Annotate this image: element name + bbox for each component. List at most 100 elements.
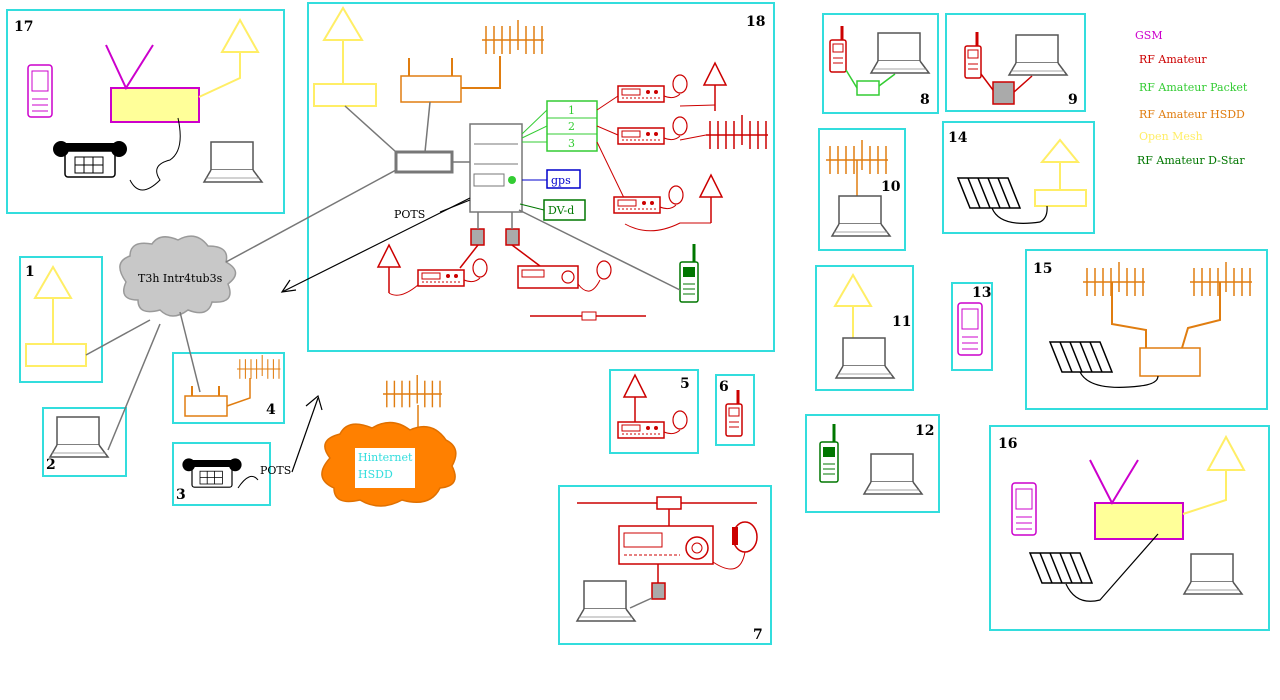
hf-base-radio-icon [618,525,714,565]
gsm-antenna-icon [105,44,154,91]
interface-box-icon [992,81,1015,105]
solar-panel-icon [957,177,1021,209]
box-17-number: 17 [14,19,33,35]
box-3-frame [172,442,271,506]
solar-panel-icon [1049,341,1113,373]
box-11-frame [815,265,914,391]
box-13-frame [951,282,993,371]
box-18-number: 18 [746,14,765,30]
telephone-icon [52,140,128,178]
box-15-frame [1025,249,1268,410]
legend-gsm: GSM [1135,29,1163,42]
box-8: 8 [822,13,939,114]
mesh-antenna-icon [833,273,873,307]
box-9-number: 9 [1068,92,1078,108]
dipole-feed-icon [656,496,682,510]
uhf-radio-icon [617,116,688,145]
rf-yagi-icon [705,114,769,150]
legend-rf-packet: RF Amateur Packet [1139,81,1248,94]
hsdd-yagi-icon [236,354,281,380]
server-tower-icon [469,123,523,213]
box-17-frame [6,9,285,214]
box-6-frame [715,374,755,446]
box-3: 3 POTS [172,442,291,506]
legend: GSM RF Amateur RF Amateur Packet RF Amat… [1135,29,1248,167]
vhf-radio-icon [617,74,688,103]
packet-tnc-ports [546,100,598,152]
box-2-number: 2 [46,457,56,473]
box-14: 14 [942,121,1095,234]
box-4-frame [172,352,285,424]
mesh-router-icon [1094,502,1184,540]
box-10: 10 [818,128,906,251]
laptop-icon [870,32,930,74]
box-15-number: 15 [1033,261,1052,277]
laptop-icon [1183,553,1243,595]
box-11: 11 [815,265,914,391]
mesh-antenna-icon [1039,138,1081,163]
box-2: 2 [42,407,127,477]
box-2-frame [42,407,127,477]
rf-handheld-icon [963,30,983,80]
laptop-icon [863,453,923,495]
mesh-antenna-icon [1206,434,1246,471]
box-14-number: 14 [948,130,968,146]
mesh-antenna-icon [220,17,260,53]
port-3-label: 3 [568,137,575,150]
box-7: 7 [558,485,772,645]
port-1-label: 1 [568,104,575,117]
rf-handheld-icon [724,388,744,438]
hsdd-router-icon [1139,347,1201,377]
box-11-number: 11 [892,314,911,330]
hsdd-router-icon [400,75,462,103]
box-15: 15 [1025,249,1268,410]
legend-open-mesh: Open Mesh [1139,130,1203,143]
gsm-phone-icon [1011,482,1037,536]
interface-box-icon [505,228,520,246]
gps-module [546,169,581,189]
legend-rf-amateur: RF Amateur [1139,53,1207,66]
pots-label: POTS [394,208,425,221]
internet-cloud: T3h Intr4tub3s [119,235,237,317]
telephone-icon [181,457,243,488]
rf-antenna-icon [699,174,723,224]
box-5-frame [609,369,699,454]
box-1-frame [19,256,103,383]
box-9: 9 [945,13,1086,112]
box-17: 17 [6,9,285,214]
dstar-handheld-icon [818,422,840,484]
mesh-node-icon [25,343,87,367]
gsm-phone-icon [27,64,53,118]
hf-radio-icon [613,185,684,214]
solar-panel-icon [1029,552,1093,584]
legend-rf-hsdd: RF Amateur HSDD [1139,108,1245,121]
box-13-number: 13 [972,285,991,301]
box-16-frame [989,425,1270,631]
base-radio-icon [517,265,579,289]
laptop-icon [576,580,636,622]
network-switch-icon [394,150,454,174]
mobile-radio-icon [417,258,488,287]
box-16-number: 16 [998,436,1017,452]
rf-handheld-icon [828,24,848,74]
box-8-frame [822,13,939,114]
port-2-label: 2 [568,120,575,133]
box-10-frame [818,128,906,251]
rf-antenna-icon [703,62,727,112]
box-5: 5 [609,369,699,454]
box-9-frame [945,13,1086,112]
laptop-icon [831,195,891,237]
laptop-icon [49,416,109,458]
mesh-node-icon [1034,189,1087,207]
mesh-antenna-icon [322,6,364,41]
box-14-frame [942,121,1095,234]
box-12: 12 [805,414,940,513]
box-3-number: 3 [176,487,186,503]
hinternet-cloud: Hinternet HSDD [321,374,457,507]
laptop-icon [1008,34,1068,76]
pots-label: POTS [260,464,291,477]
box-4: 4 [172,352,285,424]
hsdd-yagi-icon [1082,261,1146,297]
gps-label: gps [551,174,571,187]
interface-box-icon [470,228,485,246]
